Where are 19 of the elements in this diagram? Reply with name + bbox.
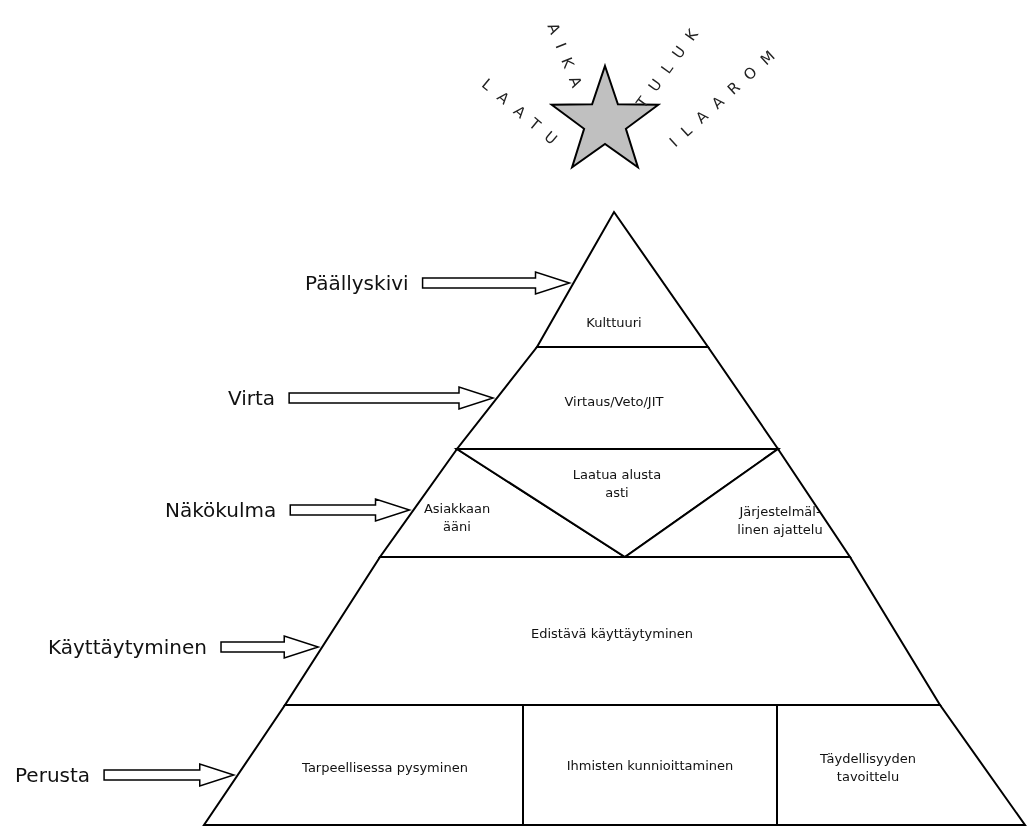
block-arrow	[220, 634, 321, 660]
tier-label: Järjestelmäl- linen ajattelu	[736, 503, 824, 539]
level-label: Perusta	[15, 763, 91, 787]
level-label: Virta	[228, 386, 276, 410]
tier-label: Tarpeellisessa pysyminen	[301, 759, 469, 777]
tier-label: Laatua alusta asti	[571, 466, 663, 502]
level-label: Käyttäytyminen	[48, 635, 207, 659]
level-label: Päällyskivi	[305, 271, 409, 295]
tier-label: Ihmisten kunnioittaminen	[565, 757, 735, 775]
block-arrow	[103, 762, 237, 788]
block-arrow	[288, 385, 496, 411]
tier-label: Virtaus/Veto/JIT	[563, 393, 665, 411]
tier-label: Täydellisyyden tavoittelu	[819, 750, 917, 786]
tier-label: Asiakkaan ääni	[422, 500, 492, 536]
level-label: Näkökulma	[165, 498, 277, 522]
block-arrow	[289, 497, 412, 523]
block-arrow	[421, 270, 572, 296]
tier-label: Kulttuuri	[585, 314, 643, 332]
tier-label: Edistävä käyttäytyminen	[529, 625, 695, 643]
